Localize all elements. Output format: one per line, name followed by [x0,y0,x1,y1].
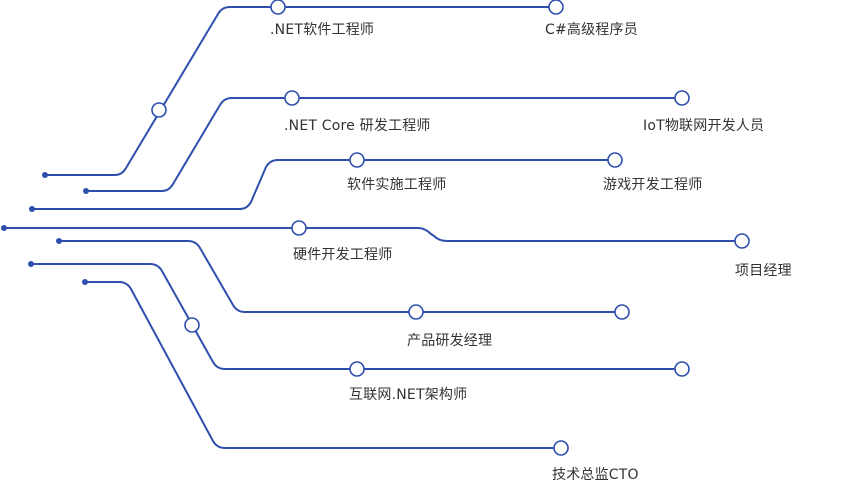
track-node [548,0,564,15]
track-start-dot [83,188,89,194]
role-label-dotnet-engineer: .NET软件工程师 [270,22,375,38]
track-architect [30,263,683,370]
role-label-project-manager: 项目经理 [735,263,792,279]
track-node [734,233,750,249]
track-node [291,220,307,236]
track-start-dot [1,225,7,231]
track-node [553,440,569,456]
track-node [614,304,630,320]
track-hardware [3,227,743,242]
role-label-cto: 技术总监CTO [552,467,639,483]
track-node [151,102,167,118]
role-label-csharp-senior: C#高级程序员 [545,22,638,38]
role-label-dotnet-core-engineer: .NET Core 研发工程师 [284,118,431,134]
role-label-hardware-engineer: 硬件开发工程师 [293,247,393,263]
role-label-internet-architect: 互联网.NET架构师 [349,387,468,403]
role-label-game-developer: 游戏开发工程师 [603,177,703,193]
track-node [349,361,365,377]
track-dotnet [44,6,557,176]
track-start-dot [56,238,62,244]
track-start-dot [29,206,35,212]
role-label-product-manager: 产品研发经理 [407,333,493,349]
track-node [284,90,300,106]
track-node [674,361,690,377]
track-node [408,304,424,320]
track-node [184,317,200,333]
track-node [270,0,286,15]
track-node [607,152,623,168]
track-cto [84,281,562,449]
role-label-iot-developer: IoT物联网开发人员 [643,118,765,134]
track-dotnet-core [85,97,683,192]
track-start-dot [28,261,34,267]
track-product [58,240,623,313]
track-implementation [31,159,616,210]
track-start-dot [42,172,48,178]
role-label-implementation-engineer: 软件实施工程师 [347,177,447,193]
track-start-dot [82,279,88,285]
track-node [674,90,690,106]
track-node [349,152,365,168]
